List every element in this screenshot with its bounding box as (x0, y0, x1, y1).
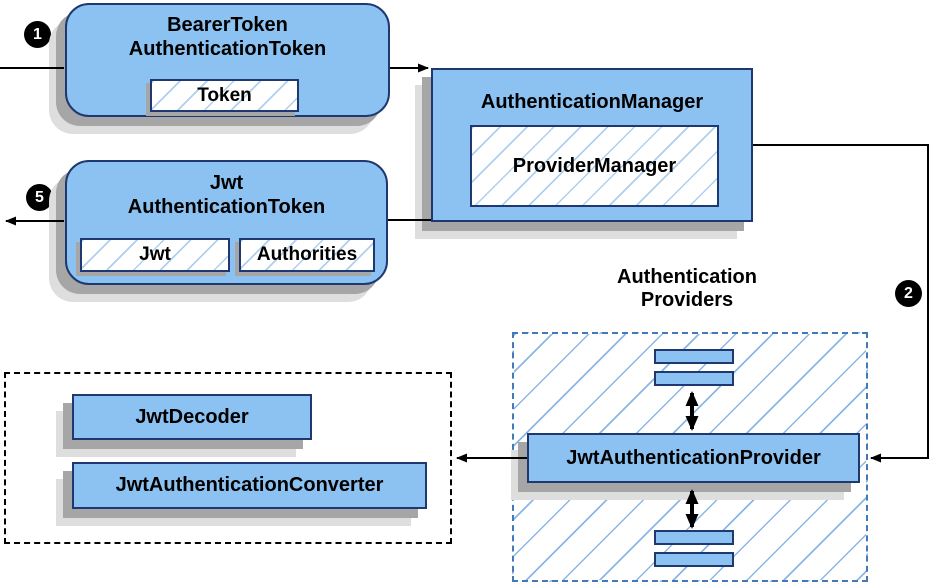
authorities-field: Authorities (239, 238, 375, 272)
jwt-authentication-converter-label: JwtAuthenticationConverter (115, 474, 384, 496)
authentication-providers-label-line2: Providers (640, 289, 734, 311)
bearer-token-title-line1: BearerToken (167, 14, 288, 36)
jwt-authentication-provider-label: JwtAuthenticationProvider (566, 447, 821, 469)
jwt-token-title-line2: AuthenticationToken (127, 196, 326, 218)
jwt-field: Jwt (80, 238, 230, 272)
token-field: Token (150, 79, 299, 112)
step-2-badge: 2 (895, 280, 922, 307)
authentication-providers-label: Authentication Providers (557, 266, 817, 312)
provider-placeholder-bar (654, 552, 734, 567)
provider-manager-box: ProviderManager (470, 125, 719, 207)
step-2-number: 2 (904, 285, 913, 302)
authorities-field-label: Authorities (256, 244, 358, 265)
jwt-decoder-label: JwtDecoder (135, 406, 249, 428)
jwt-decoder-node: JwtDecoder (72, 394, 312, 440)
authentication-manager-title: AuthenticationManager (480, 91, 704, 113)
step-1-number: 1 (33, 26, 42, 43)
provider-manager-label: ProviderManager (512, 155, 677, 177)
authentication-providers-label-line1: Authentication (617, 266, 757, 288)
jwt-authentication-token-node: Jwt AuthenticationToken Jwt Authorities (65, 160, 388, 285)
jwt-authentication-converter-node: JwtAuthenticationConverter (72, 462, 427, 509)
bearer-token-authentication-token-node: BearerToken AuthenticationToken Token (65, 3, 390, 117)
step-5-number: 5 (35, 189, 44, 206)
bearer-token-node-title: BearerToken AuthenticationToken (67, 5, 388, 61)
provider-placeholder-bar (654, 349, 734, 364)
bearer-token-title-line2: AuthenticationToken (128, 38, 327, 60)
provider-placeholder-bar (654, 530, 734, 545)
authentication-manager-node: AuthenticationManager ProviderManager (431, 68, 753, 222)
step-5-badge: 5 (26, 184, 53, 211)
jwt-field-label: Jwt (139, 244, 171, 265)
provider-placeholder-bar (654, 371, 734, 386)
step-1-badge: 1 (24, 21, 51, 48)
jwt-authentication-provider-node: JwtAuthenticationProvider (527, 433, 860, 483)
jwt-token-node-title: Jwt AuthenticationToken (67, 162, 386, 219)
jwt-token-title-line1: Jwt (209, 172, 244, 194)
token-field-label: Token (197, 85, 252, 106)
